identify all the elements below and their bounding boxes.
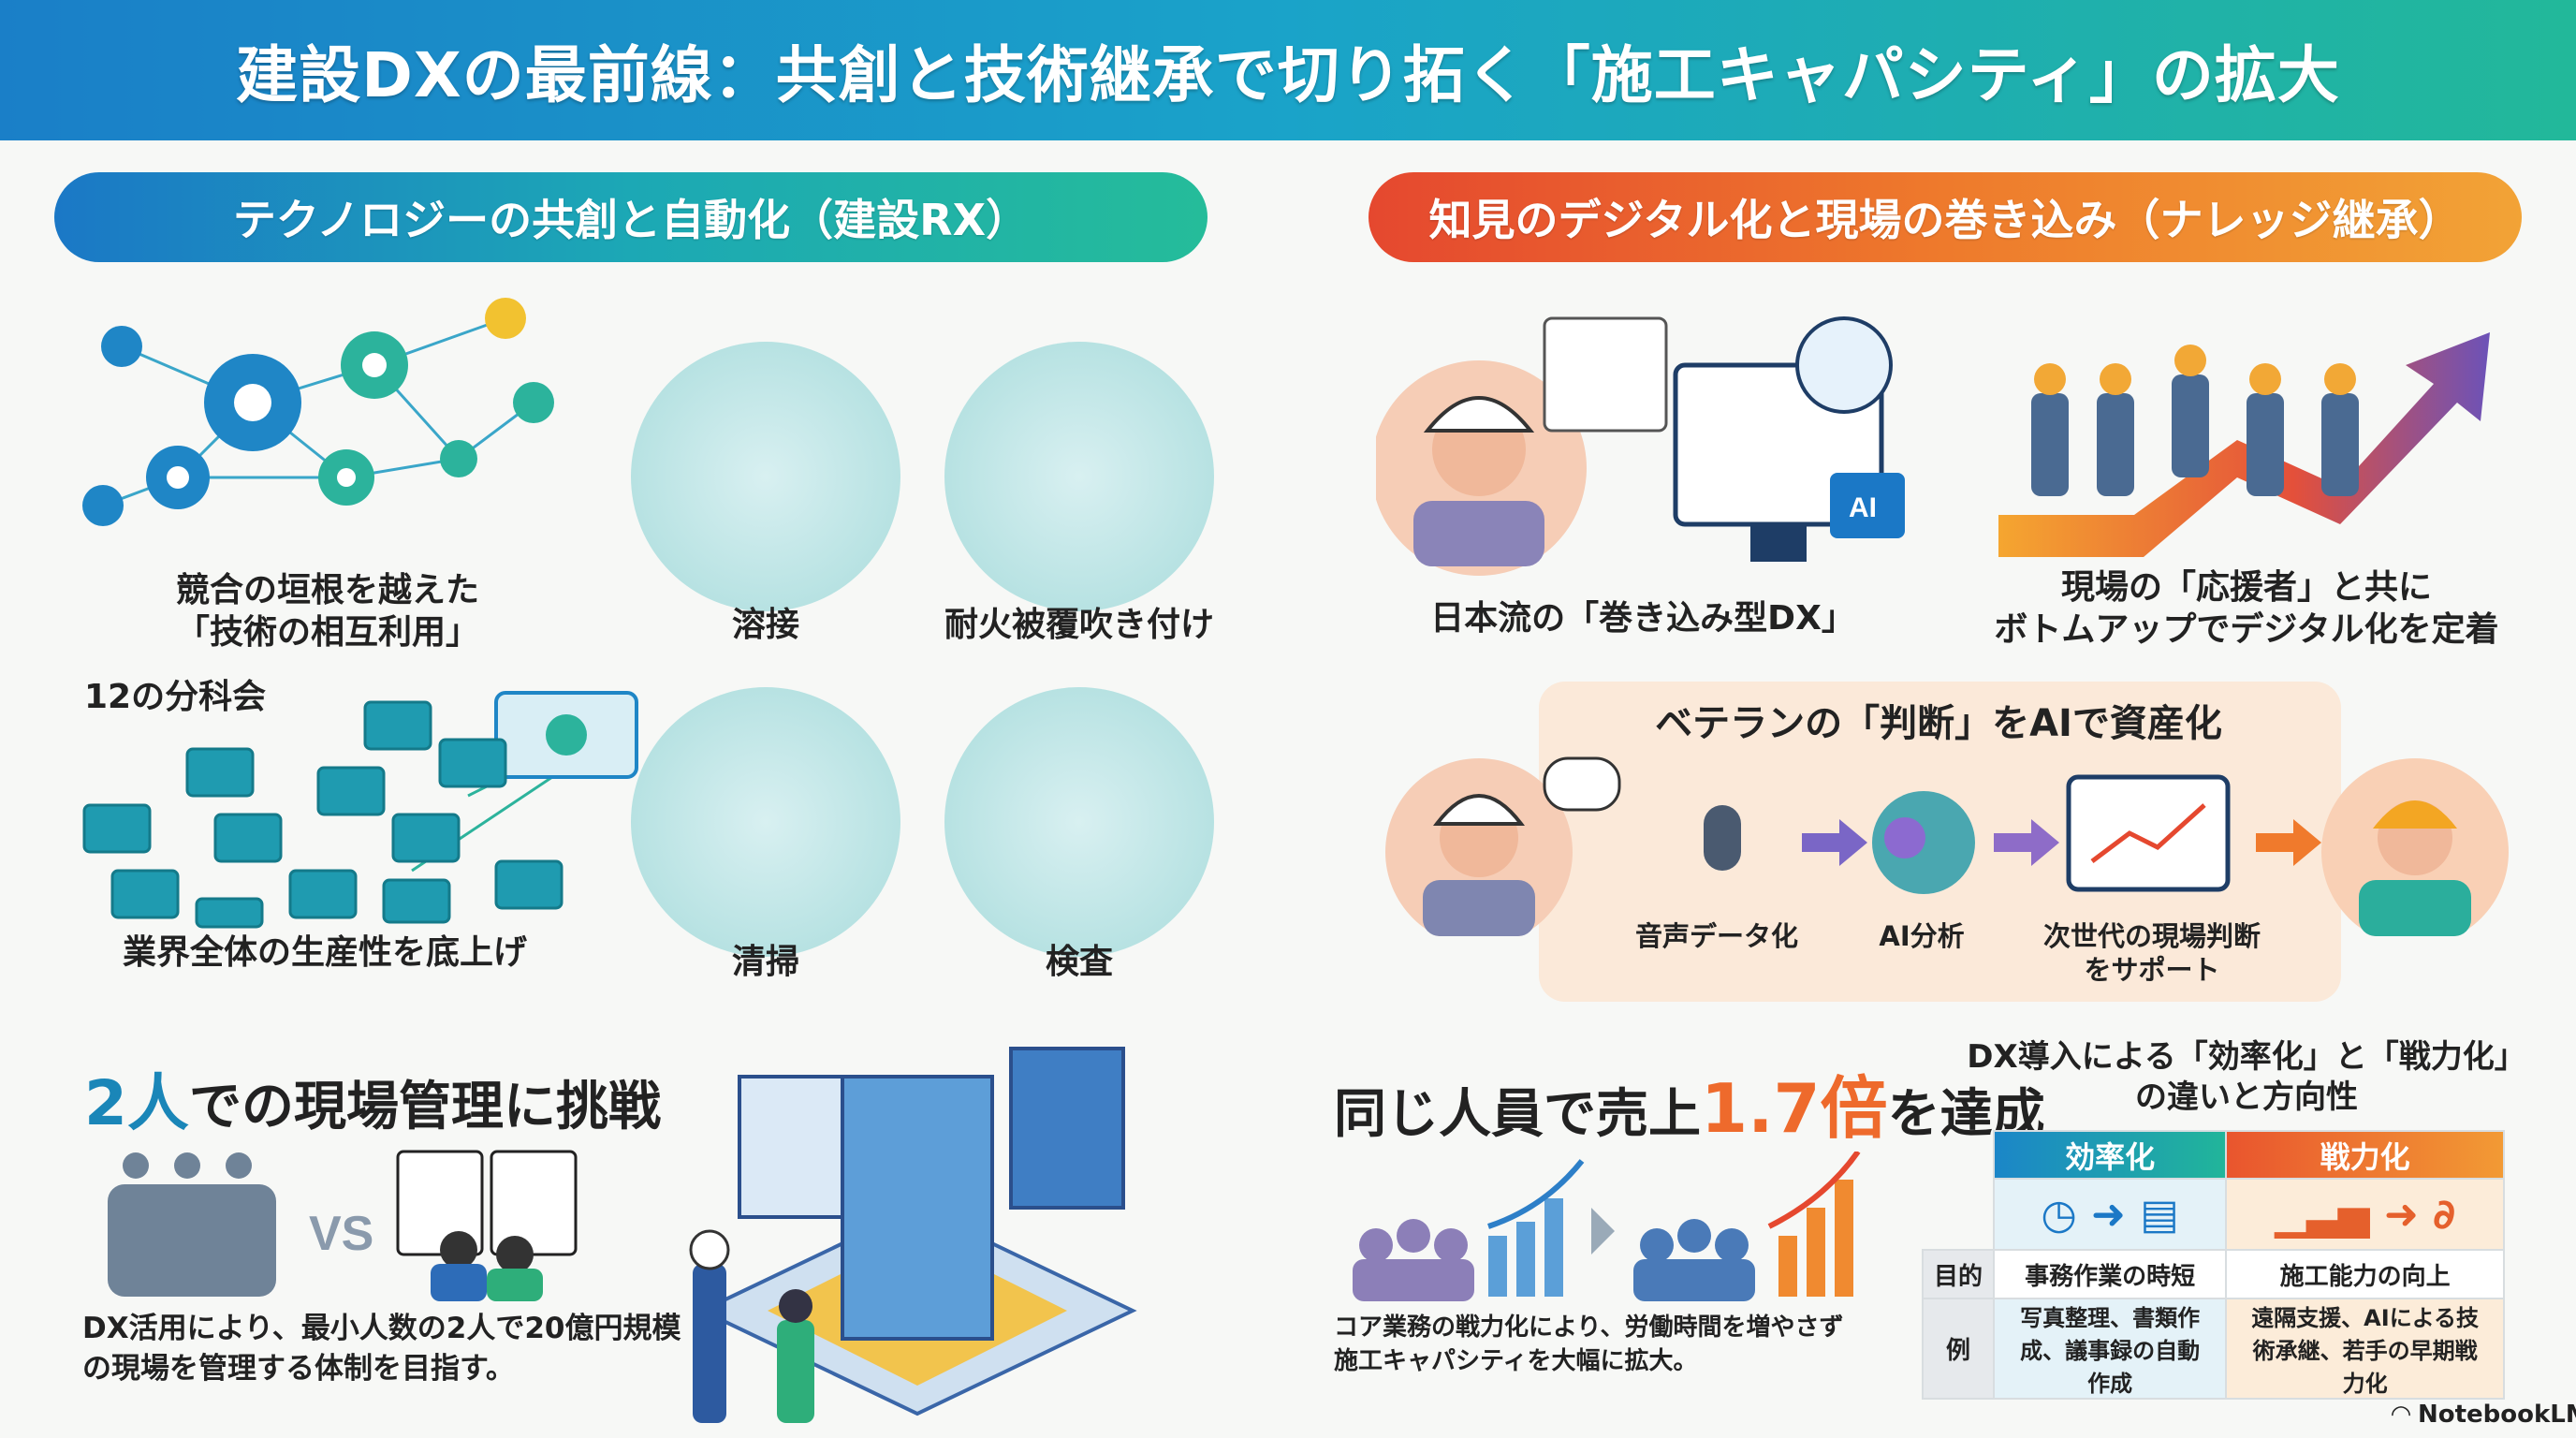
subcommittee-blocks-illustration bbox=[82, 691, 638, 929]
digital-construction-site-illustration bbox=[689, 1047, 1137, 1423]
left-section-heading: テクノロジーの共創と自動化（建設RX） bbox=[54, 172, 1208, 262]
inspection-robot-illustration bbox=[944, 687, 1214, 957]
page-title: 建設DXの最前線：共創と技術継承で切り拓く「施工キャパシティ」の拡大 bbox=[236, 39, 2340, 111]
cell-example-efficiency: 写真整理、書類作成、議事録の自動作成 bbox=[1992, 1298, 2228, 1400]
notebooklm-logo-icon: ◠ bbox=[2392, 1401, 2410, 1429]
vs-text: VS bbox=[309, 1207, 373, 1261]
sales-title: 同じ人員で売上1.7倍を達成 bbox=[1334, 1069, 2045, 1148]
subcommittees-label: 12の分科会 bbox=[84, 678, 267, 716]
right-section-heading: 知見のデジタル化と現場の巻き込み（ナレッジ継承） bbox=[1368, 172, 2522, 262]
two-person-title: 2人での現場管理に挑戦 bbox=[84, 1067, 661, 1139]
crowd-vs-two-illustration: VS bbox=[108, 1150, 578, 1301]
worker-ai-monitor-illustration: AI bbox=[1376, 316, 1905, 576]
supporters-label: 現場の「応援者」と共にボトムアップでデジタル化を定着 bbox=[1994, 568, 2499, 649]
knowledge-flow-illustration bbox=[1385, 756, 2509, 936]
supporters-growth-illustration bbox=[1998, 332, 2490, 557]
gear-network-illustration bbox=[82, 298, 554, 526]
step-ai-analysis: AI分析 bbox=[1879, 920, 1965, 952]
cleaning-robot-illustration bbox=[631, 687, 900, 957]
column-efficiency: 効率化 bbox=[1992, 1130, 2228, 1180]
row-label-purpose: 目的 bbox=[1922, 1249, 1995, 1299]
sales-growth-illustration bbox=[1353, 1152, 1861, 1301]
title-banner: 建設DXの最前線：共創と技術継承で切り拓く「施工キャパシティ」の拡大 bbox=[0, 0, 2576, 140]
two-person-description: DX活用により、最小人数の2人で20億円規模の現場を管理する体制を目指す。 bbox=[82, 1312, 681, 1387]
welding-robot-illustration bbox=[631, 342, 900, 611]
clock-to-document-icon: ◷ ➜ ▤ bbox=[1992, 1178, 2228, 1251]
chart-to-muscle-icon: ▁▃▅ ➜ ∂ bbox=[2225, 1178, 2505, 1251]
step-voice-data: 音声データ化 bbox=[1634, 920, 1799, 952]
robot-label-inspection: 検査 bbox=[1045, 943, 1114, 981]
comparison-table: 効率化戦力化 ◷ ➜ ▤ ▁▃▅ ➜ ∂ 目的事務作業の時短施工能力の向上 例写… bbox=[1922, 1130, 2505, 1400]
row-label-example: 例 bbox=[1922, 1298, 1995, 1400]
step-support-judgment: 次世代の現場判断をサポート bbox=[2042, 920, 2261, 987]
comparison-title: DX導入による「効率化」と「戦力化」の違いと方向性 bbox=[1967, 1038, 2526, 1116]
robot-label-welding: 溶接 bbox=[731, 606, 800, 644]
mutual-use-label: 競合の垣根を越えた「技術の相互利用」 bbox=[175, 571, 480, 652]
column-capability: 戦力化 bbox=[2225, 1130, 2505, 1180]
notebooklm-brand: ◠NotebookLM bbox=[2392, 1401, 2576, 1429]
robot-label-cleaning: 清掃 bbox=[731, 943, 800, 981]
cell-purpose-capability: 施工能力の向上 bbox=[2225, 1249, 2505, 1299]
veteran-panel-title: ベテランの「判断」をAIで資産化 bbox=[1655, 702, 2222, 745]
cell-example-capability: 遠隔支援、AIによる技術承継、若手の早期戦力化 bbox=[2225, 1298, 2505, 1400]
japan-style-dx-label: 日本流の「巻き込み型DX」 bbox=[1430, 599, 1855, 638]
sales-description: コア業務の戦力化により、労働時間を増やさず施工キャパシティを大幅に拡大。 bbox=[1334, 1313, 1844, 1376]
productivity-label: 業界全体の生産性を底上げ bbox=[122, 933, 528, 972]
cell-purpose-efficiency: 事務作業の時短 bbox=[1992, 1249, 2228, 1299]
ai-badge: AI bbox=[1849, 492, 1877, 523]
robot-label-fireproofing: 耐火被覆吹き付け bbox=[944, 606, 1215, 644]
fireproof-spray-robot-illustration bbox=[944, 342, 1214, 611]
